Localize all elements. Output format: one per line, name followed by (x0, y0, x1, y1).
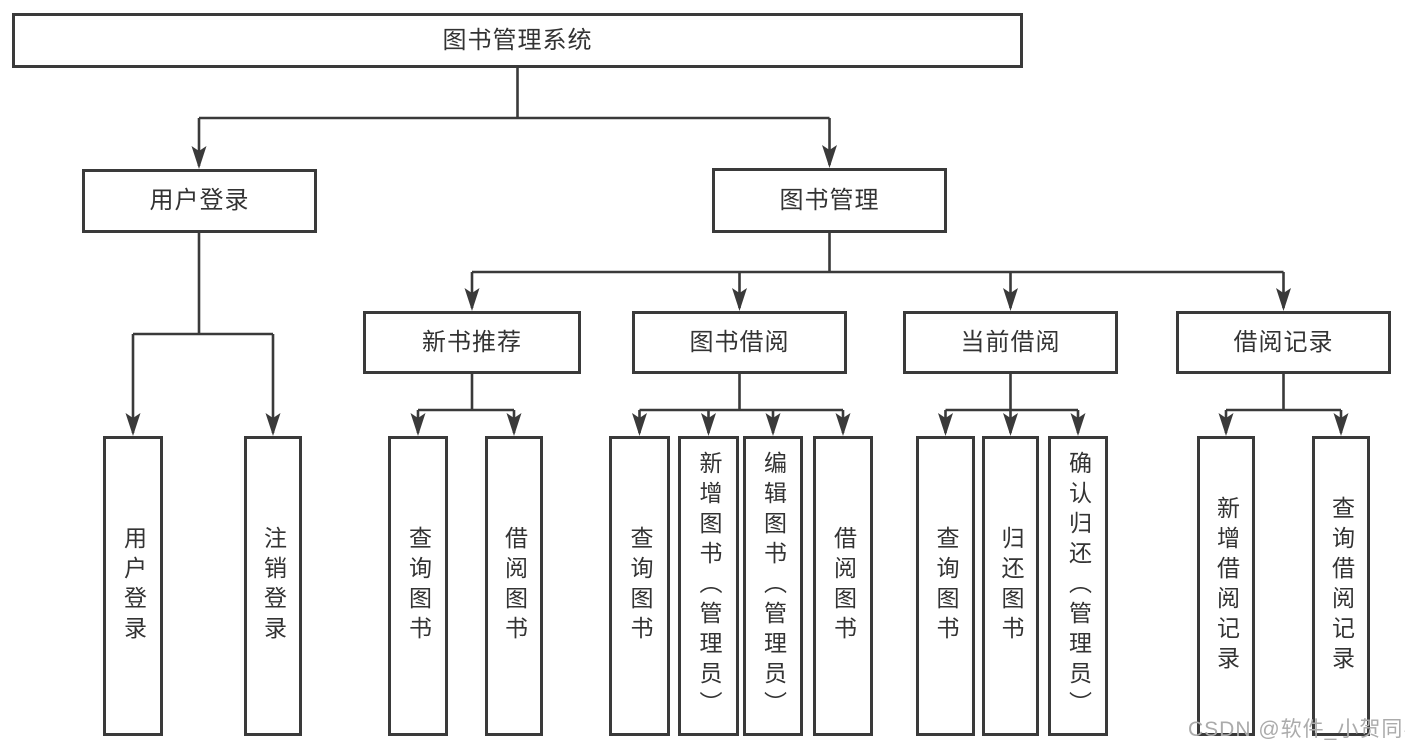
leaf-borrow-books-recommend: 借阅图书 (485, 436, 543, 736)
leaf-return-books: 归还图书 (982, 436, 1039, 736)
leaf-query-books-current: 查询图书 (916, 436, 975, 736)
leaf-edit-books-admin: 编辑图书（管理员） (743, 436, 803, 736)
node-book-management: 图书管理 (712, 168, 947, 233)
leaf-confirm-return-admin: 确认归还（管理员） (1048, 436, 1108, 736)
leaf-add-books-admin: 新增图书（管理员） (678, 436, 739, 736)
node-current-borrowing: 当前借阅 (903, 311, 1118, 374)
node-book-borrowing: 图书借阅 (632, 311, 847, 374)
leaf-query-borrow-record: 查询借阅记录 (1312, 436, 1370, 736)
node-new-book-recommendation: 新书推荐 (363, 311, 581, 374)
leaf-borrow-books-borrowing: 借阅图书 (813, 436, 873, 736)
node-library-system: 图书管理系统 (12, 13, 1023, 68)
leaf-add-borrow-record: 新增借阅记录 (1197, 436, 1255, 736)
leaf-query-books-recommend: 查询图书 (388, 436, 448, 736)
node-user-login: 用户登录 (82, 169, 317, 233)
csdn-watermark: CSDN @软件_小贺同学 (1188, 718, 1405, 741)
leaf-logout: 注销登录 (244, 436, 302, 736)
leaf-query-books-borrowing: 查询图书 (609, 436, 670, 736)
node-borrowing-records: 借阅记录 (1176, 311, 1391, 374)
leaf-user-login: 用户登录 (103, 436, 163, 736)
